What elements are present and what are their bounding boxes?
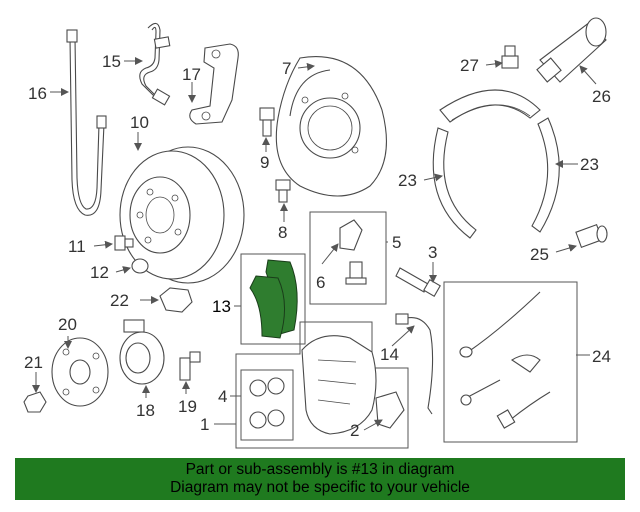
part-1-caliper-group: [235, 321, 409, 449]
callout-21: 21: [24, 353, 43, 372]
callout-10: 10: [130, 113, 149, 132]
part-22-clip: [159, 287, 193, 313]
callout-12: 12: [90, 263, 109, 282]
banner-line-1: Part or sub-assembly is #13 in diagram: [185, 461, 455, 478]
banner-line-2: Diagram may not be specific to your vehi…: [170, 479, 470, 496]
part-26-actuator: [536, 17, 607, 83]
callout-24: 24: [592, 347, 611, 366]
part-21-nut: [23, 391, 47, 413]
info-banner: Part or sub-assembly is #13 in diagram D…: [15, 458, 625, 500]
callout-6: 6: [316, 273, 325, 292]
callout-27: 27: [460, 56, 479, 75]
callout-18: 18: [136, 401, 155, 420]
part-23-brake-shoes: [432, 89, 560, 239]
part-16-brake-hose: [66, 29, 107, 216]
part-19-stud: [179, 351, 201, 381]
part-15-brake-line: [139, 22, 171, 106]
part-3-bolt: [395, 267, 441, 297]
callout-9: 9: [260, 153, 269, 172]
callout-26: 26: [592, 87, 611, 106]
part-24-hardware-kit: [443, 281, 578, 443]
callout-5: 5: [392, 233, 401, 252]
callout-25: 25: [530, 245, 549, 264]
part-5-sensor-group: [309, 211, 387, 305]
part-10-brake-rotor: [119, 146, 245, 284]
callout-15: 15: [102, 52, 121, 71]
part-12-nut: [131, 258, 149, 274]
part-14-wear-sensor: [395, 313, 434, 415]
callout-23-left: 23: [398, 171, 417, 190]
callout-20: 20: [58, 315, 77, 334]
callout-labels: 16 15 17 10 7 9 8 11 12 22 13 5 6 3 14 2…: [24, 52, 611, 440]
part-20-hub: [51, 337, 109, 407]
part-27-bolt: [501, 45, 519, 69]
leader-lines: [32, 57, 597, 431]
callout-17: 17: [182, 65, 201, 84]
callout-23-right: 23: [580, 155, 599, 174]
brake-pad-front: [249, 275, 285, 339]
callout-14: 14: [380, 345, 399, 364]
callout-22: 22: [110, 291, 129, 310]
callout-19: 19: [178, 397, 197, 416]
callout-2: 2: [350, 421, 359, 440]
callout-7: 7: [282, 59, 291, 78]
part-17-bracket: [189, 43, 239, 125]
callout-13-highlighted: 13: [212, 297, 231, 316]
callout-1: 1: [200, 415, 209, 434]
part-18-bearing: [119, 319, 165, 385]
callout-4: 4: [218, 387, 227, 406]
part-25-adjuster: [575, 224, 608, 248]
part-11-screw: [114, 235, 134, 251]
part-9-bolt: [259, 107, 275, 137]
callout-3: 3: [428, 243, 437, 262]
part-8-bolt: [275, 179, 291, 203]
part-13-brake-pads: [240, 253, 306, 345]
callout-16: 16: [28, 84, 47, 103]
callout-8: 8: [278, 223, 287, 242]
callout-11: 11: [68, 237, 86, 256]
part-7-splash-shield: [275, 56, 387, 197]
